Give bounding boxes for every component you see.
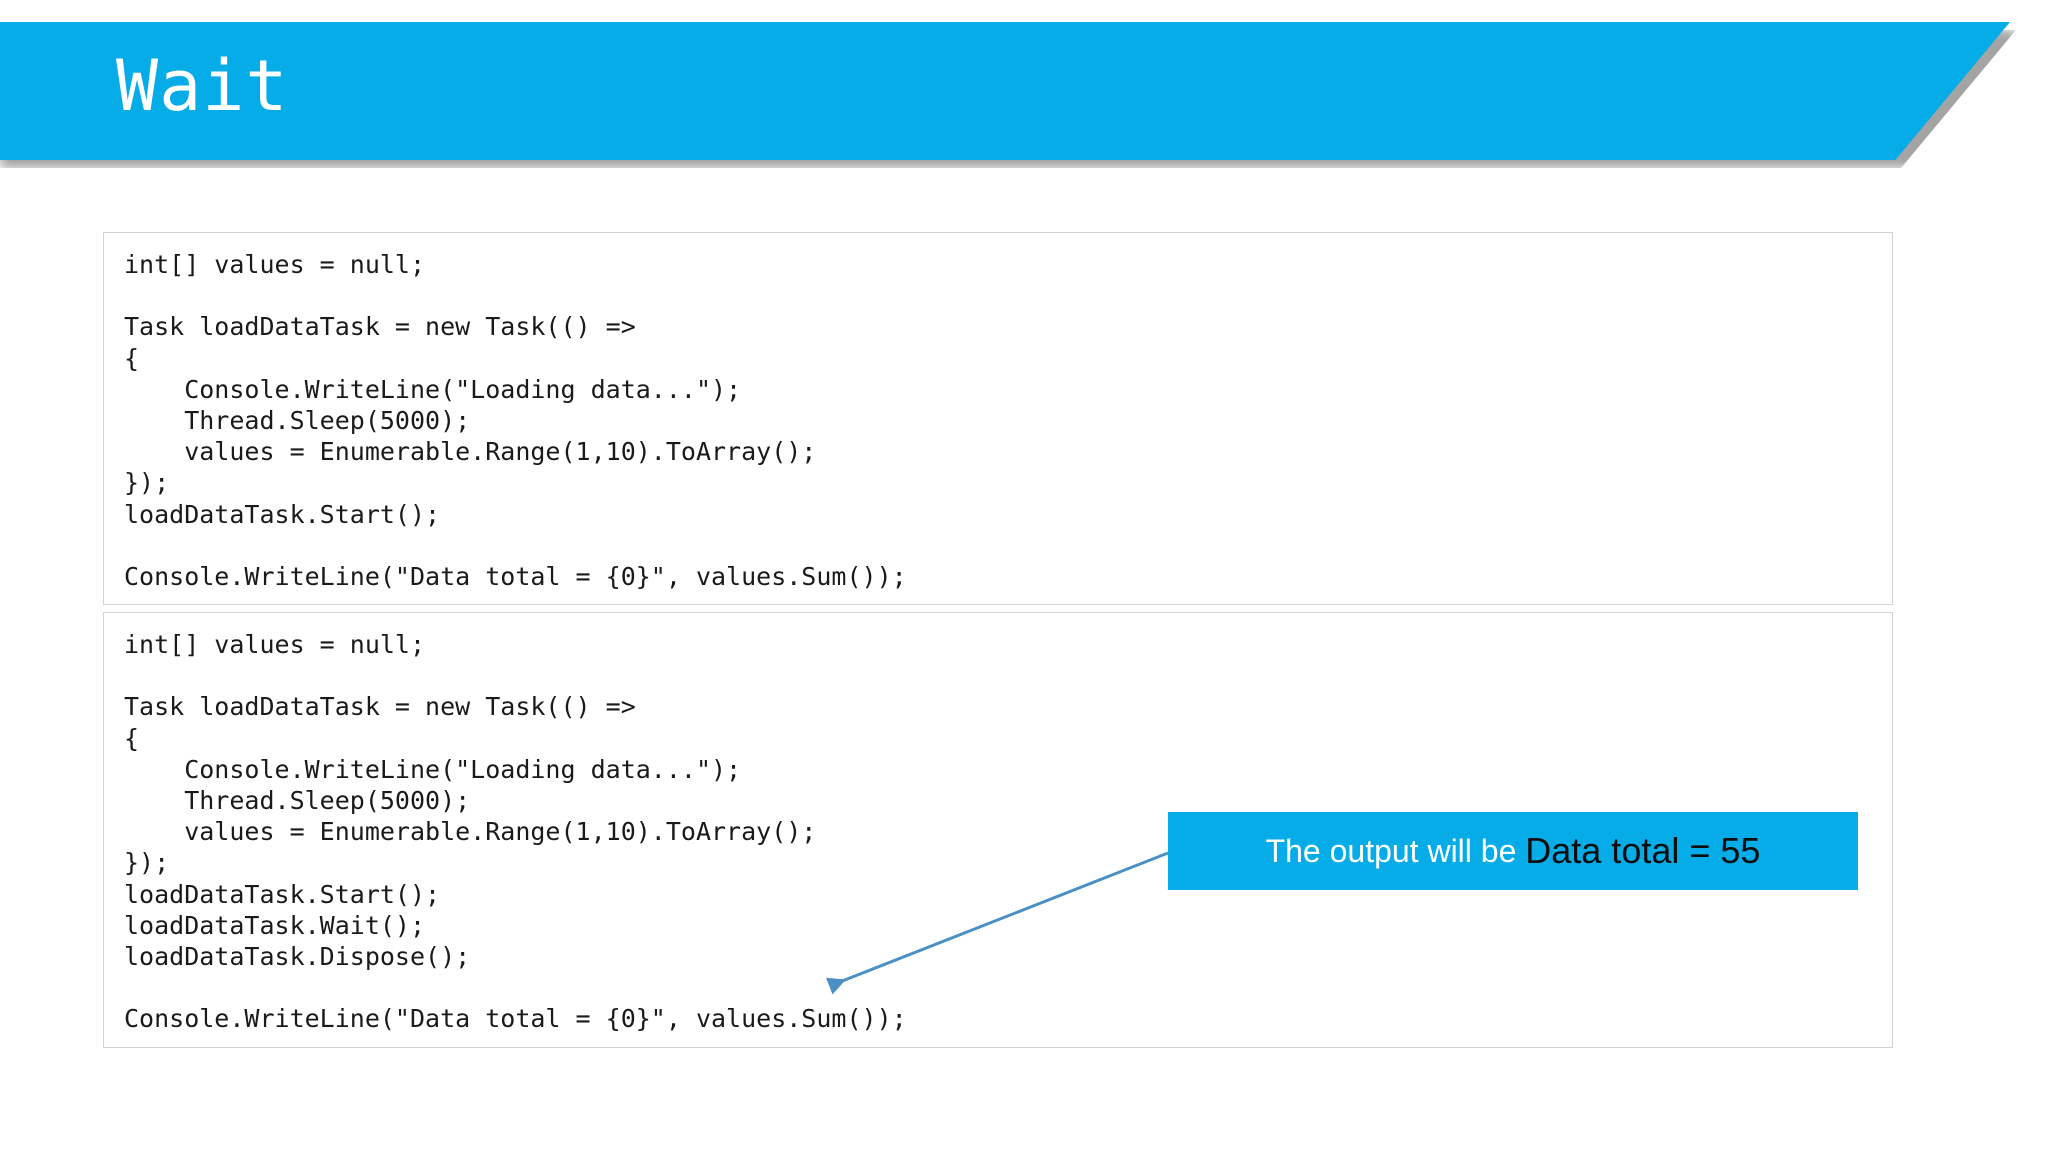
callout-lead-text: The output will be (1265, 832, 1526, 869)
callout-emphasis-text: Data total = 55 (1525, 830, 1761, 871)
code-text: int[] values = null; Task loadDataTask =… (124, 630, 907, 1034)
output-callout: The output will be Data total = 55 (1168, 812, 1858, 890)
slide-title: Wait (116, 45, 289, 127)
code-text: int[] values = null; Task loadDataTask =… (124, 250, 907, 592)
code-block-without-wait: int[] values = null; Task loadDataTask =… (103, 232, 1893, 606)
title-banner (0, 22, 2010, 160)
